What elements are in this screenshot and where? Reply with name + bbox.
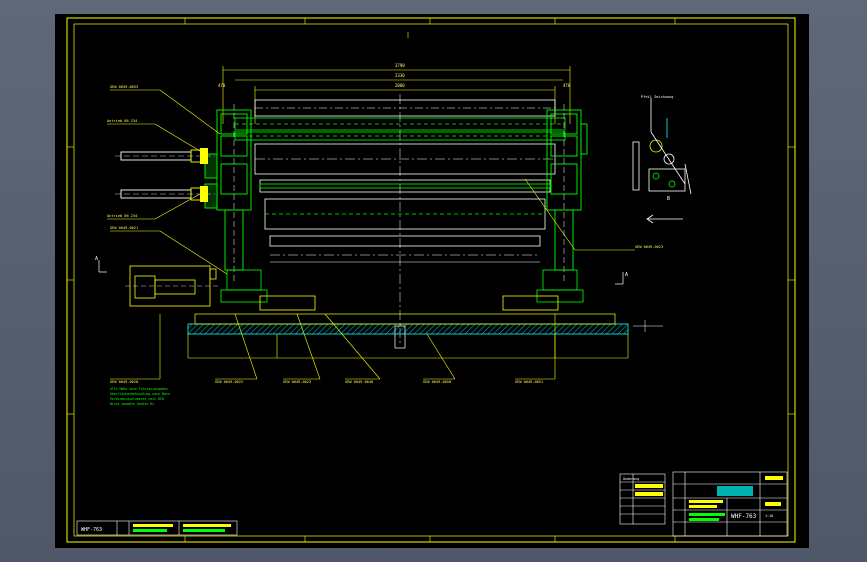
base-plate bbox=[187, 313, 629, 359]
coupling-lower bbox=[200, 186, 208, 202]
bottom-label-2: GEW 0649-0623 bbox=[283, 380, 311, 384]
stamp-block bbox=[76, 520, 238, 536]
dim-right: 470 bbox=[563, 83, 571, 88]
bottom-label-5: GEW 0649-0651 bbox=[515, 380, 543, 384]
notes-line-1: Alle Maße ohne Toleranzangaben bbox=[110, 387, 168, 391]
revision-header: Änderung bbox=[623, 476, 639, 481]
title-block bbox=[672, 471, 788, 537]
title-scale: 1:10 bbox=[765, 514, 773, 518]
revision-table bbox=[619, 473, 666, 525]
bottom-label-4: GEW 0649-0650 bbox=[423, 380, 451, 384]
view-arrow bbox=[646, 214, 683, 224]
side-view-inset bbox=[632, 98, 692, 195]
section-mark-left bbox=[98, 260, 107, 273]
drawing-sheet: 3790 2330 2000 470 470 bbox=[55, 14, 809, 548]
bottom-label-1: GEW 0649-0622 bbox=[215, 380, 243, 384]
callout-bottom-left-2: GEW 0649-0621 bbox=[110, 226, 138, 230]
callout-top-left-1: GEW 0649-0653 bbox=[110, 85, 138, 89]
motor-assembly bbox=[125, 265, 220, 307]
left-side-frame bbox=[204, 104, 252, 284]
notes-line-4: Nicht bemaßte Radien R2 bbox=[110, 402, 154, 406]
coupling-upper bbox=[200, 148, 208, 164]
ground-marker bbox=[633, 320, 663, 332]
notes-line-3: Verbindungselemente nach DIN bbox=[110, 397, 164, 401]
leader-lines bbox=[107, 89, 635, 380]
section-label-left: A bbox=[95, 256, 98, 262]
notes-line-2: Oberflächenbehandlung nach Norm bbox=[110, 392, 170, 396]
middle-frame bbox=[254, 143, 556, 263]
assembly-drawing: 3790 2330 2000 470 470 bbox=[66, 17, 796, 543]
right-side-frame bbox=[546, 104, 588, 284]
foot-supports bbox=[220, 269, 584, 311]
dim-overall: 3790 bbox=[395, 63, 405, 68]
bottom-label-3: GEW 0649-0640 bbox=[345, 380, 373, 384]
dim-left: 470 bbox=[218, 83, 226, 88]
callout-bottom-left-1: Antrieb 06 234 bbox=[107, 214, 137, 218]
stamp-drawing-no: WHF-763 bbox=[81, 527, 102, 533]
inset-label: Pfeil Zeichnung bbox=[641, 95, 673, 99]
dim-inner: 2330 bbox=[395, 73, 405, 78]
section-label-right: A bbox=[625, 272, 628, 278]
callout-top-left-2: Antrieb 06 234 bbox=[107, 119, 137, 123]
title-drawing-no: WHF-763 bbox=[731, 513, 757, 520]
view-arrow-label: B bbox=[667, 196, 670, 202]
callout-right: GEW 0649-0623 bbox=[635, 245, 663, 249]
section-mark-right bbox=[615, 272, 624, 285]
notes-title: GEW 0649-0620 bbox=[110, 380, 138, 384]
dim-roll: 2000 bbox=[395, 83, 405, 88]
zone-ticks bbox=[67, 18, 795, 542]
